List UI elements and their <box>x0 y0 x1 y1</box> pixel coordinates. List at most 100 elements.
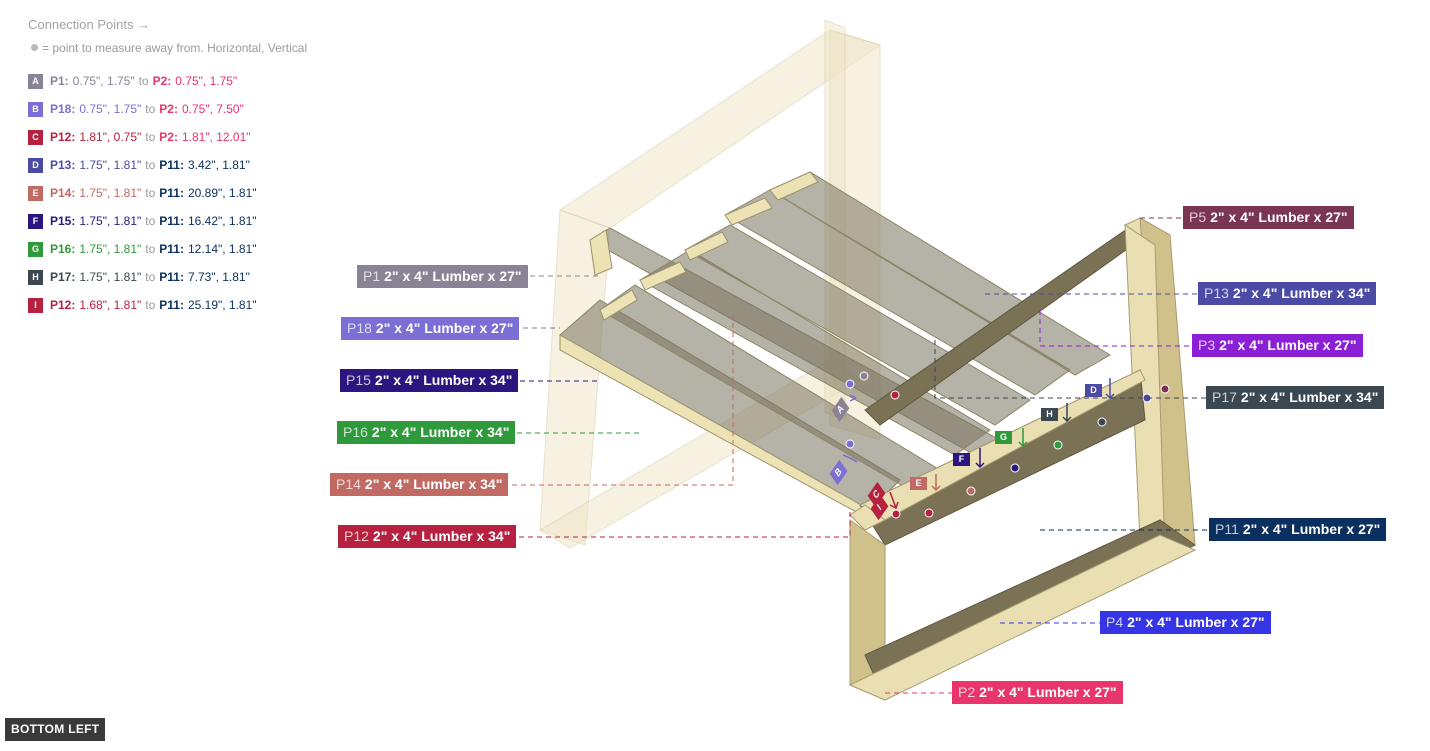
part-description: 2" x 4" Lumber x 34" <box>372 528 511 544</box>
from-measurement: 1.68", 1.81" <box>79 298 142 312</box>
to-part-id: P11: <box>159 242 184 256</box>
part-id: P1 <box>363 268 381 284</box>
connection-dot <box>859 371 869 381</box>
to-word: to <box>145 158 156 172</box>
part-description: 2" x 4" Lumber x 34" <box>364 476 503 492</box>
from-part-id: P15: <box>50 214 76 228</box>
part-id: P4 <box>1106 614 1124 630</box>
ghost-front-post <box>539 209 611 546</box>
legend-title: Connection Points → <box>28 17 151 32</box>
to-part-id: P2: <box>159 130 178 144</box>
from-part-id: P14: <box>50 186 76 200</box>
to-part-id: P11: <box>159 298 184 312</box>
arrow-icon <box>1105 378 1115 400</box>
part-id: P3 <box>1198 337 1216 353</box>
from-measurement: 1.75", 1.81" <box>79 158 142 172</box>
to-measurement: 7.73", 1.81" <box>187 270 250 284</box>
part-description: 2" x 4" Lumber x 27" <box>1210 209 1348 225</box>
seat-slats <box>559 171 1111 526</box>
to-part-id: P11: <box>159 158 184 172</box>
slat-end-cap-3 <box>684 231 729 261</box>
connection-letter-badge: H <box>28 269 43 285</box>
connection-dot <box>1097 417 1107 427</box>
connection-dot <box>1053 440 1063 450</box>
slat-end-cap-2 <box>724 197 773 226</box>
part-id: P14 <box>336 476 361 492</box>
part-description: 2" x 4" Lumber x 34" <box>1240 389 1379 405</box>
slat-end-cap-4 <box>639 261 687 291</box>
view-orientation-button[interactable]: BOTTOM LEFT <box>5 718 106 741</box>
connection-dot <box>845 439 855 449</box>
to-measurement: 3.42", 1.81" <box>187 158 250 172</box>
part-id: P5 <box>1189 209 1207 225</box>
to-part-id: P11: <box>159 270 184 284</box>
connection-letter-badge: I <box>28 297 43 313</box>
to-part-id: P2: <box>152 74 172 88</box>
to-part-id: P2: <box>159 102 178 116</box>
connection-dot <box>924 508 934 518</box>
connection-dot <box>845 379 855 389</box>
part-id: P13 <box>1204 285 1229 301</box>
part-id: P15 <box>346 372 371 388</box>
to-measurement: 12.14", 1.81" <box>187 242 257 256</box>
measure-dot-icon <box>31 44 38 51</box>
from-part-id: P18: <box>50 102 76 116</box>
from-measurement: 0.75", 1.75" <box>79 102 142 116</box>
leader-line-p3 <box>1039 310 1193 347</box>
from-part-id: P1: <box>50 74 69 88</box>
leader-line-p17 <box>934 340 1206 399</box>
arrow-icon <box>1062 403 1072 423</box>
connection-letter-badge: F <box>28 213 43 229</box>
slat-end-cap <box>769 171 819 201</box>
part-description: 2" x 4" Lumber x 27" <box>375 320 514 336</box>
arrow-icon <box>842 454 858 463</box>
connection-dot <box>891 509 901 519</box>
arrow-icon <box>849 394 857 402</box>
to-part-id: P11: <box>159 214 184 228</box>
to-word: to <box>145 242 156 256</box>
part-id: P16 <box>343 424 368 440</box>
front-bottom-rail-top <box>848 534 1197 701</box>
leader-line-p12 <box>519 510 851 538</box>
from-part-id: P12: <box>50 298 76 312</box>
from-measurement: 1.75", 1.81" <box>79 214 142 228</box>
connection-tag-g: G <box>995 431 1012 444</box>
connection-letter-badge: C <box>28 129 43 145</box>
to-word: to <box>145 270 156 284</box>
from-part-id: P12: <box>50 130 76 144</box>
legend-note-text: = point to measure away from. Horizontal… <box>42 41 308 55</box>
to-measurement: 0.75", 1.75" <box>175 74 238 88</box>
from-measurement: 1.75", 1.81" <box>79 270 142 284</box>
connection-dot <box>1010 463 1020 473</box>
connection-tag-h: H <box>1041 408 1058 421</box>
part-description: 2" x 4" Lumber x 27" <box>384 268 522 284</box>
part-description: 2" x 4" Lumber x 27" <box>1219 337 1357 353</box>
from-part-id: P17: <box>50 270 76 284</box>
part-description: 2" x 4" Lumber x 27" <box>1242 521 1381 537</box>
connection-letter-badge: E <box>28 185 43 201</box>
connection-tag-e: E <box>910 477 927 490</box>
to-measurement: 0.75", 7.50" <box>181 102 244 116</box>
to-word: to <box>145 186 156 200</box>
part-id: P18 <box>347 320 372 336</box>
part-description: 2" x 4" Lumber x 27" <box>979 684 1117 700</box>
